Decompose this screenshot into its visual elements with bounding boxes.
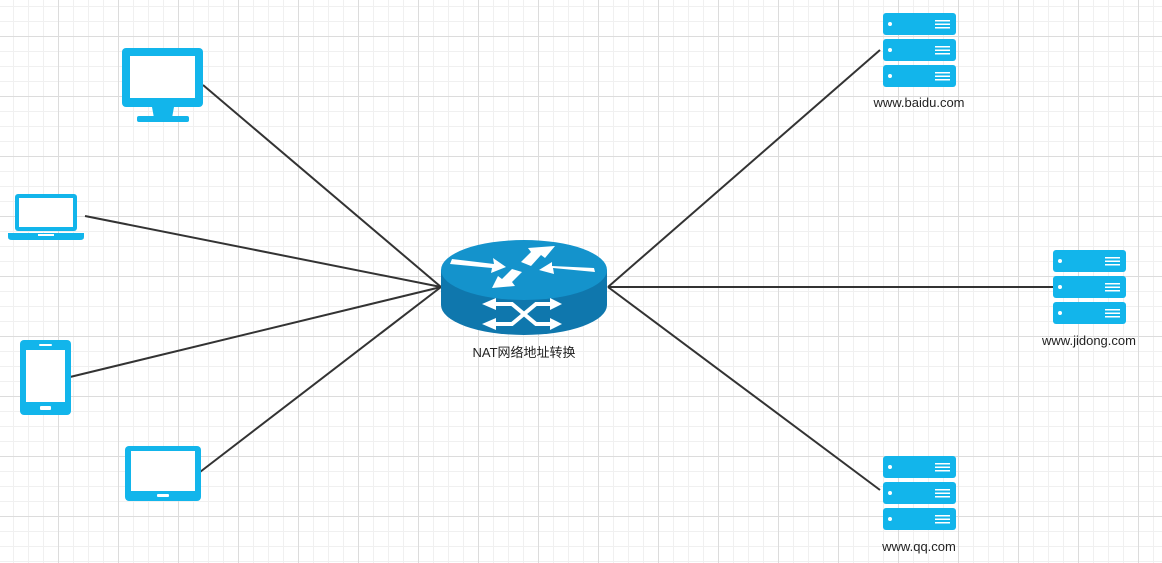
link-router-baidu [607,49,881,288]
server-label-baidu: www.baidu.com [873,95,965,110]
server-icon [883,456,956,530]
link-phone-router [69,286,442,378]
link-laptop-router [84,215,442,288]
link-router-qq [607,286,881,491]
router-icon [441,240,607,335]
server-icon [1053,250,1126,324]
connections [69,49,1055,491]
phone-icon [20,340,71,415]
monitor-icon [122,48,203,122]
link-monitor-router [202,84,442,288]
server-label-qq: www.qq.com [882,539,956,554]
server-icon [883,13,956,87]
server-label-jidong: www.jidong.com [1042,333,1136,348]
router-label: NAT网络地址转换 [472,345,576,360]
laptop-icon [8,194,84,240]
link-tablet-router [199,286,442,473]
tablet-icon [125,446,201,501]
